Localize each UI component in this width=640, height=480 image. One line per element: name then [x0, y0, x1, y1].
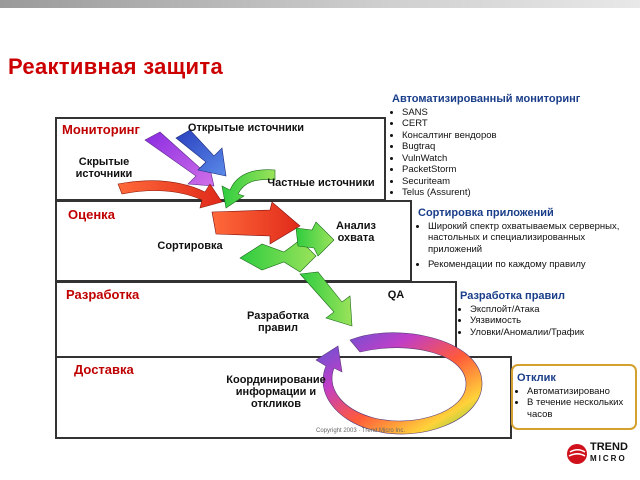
- private-source-arrow: [221, 169, 276, 209]
- stage-label-monitoring: Мониторинг: [62, 122, 140, 137]
- label-open-sources: Открытые источники: [187, 122, 305, 134]
- delivery-cycle-ring: [315, 332, 483, 435]
- panel-rule-dev: Разработка правил Эксплойт/Атака Уязвимо…: [460, 290, 630, 339]
- open-source-arrow-blue: [175, 129, 227, 177]
- list-item: PacketStorm: [402, 164, 628, 176]
- list-item: CERT: [402, 118, 628, 130]
- list-item: Уловки/Аномалии/Трафик: [470, 327, 630, 339]
- coverage-arrow: [295, 221, 335, 257]
- copyright-text: Copyright 2003 · Trend Micro Inc.: [316, 428, 406, 434]
- label-private-sources: Частные источники: [267, 177, 375, 189]
- panel-rule-dev-heading: Разработка правил: [460, 290, 566, 302]
- list-item: SANS: [402, 107, 628, 119]
- page-title: Реактивная защита: [8, 54, 223, 79]
- list-item: Широкий спектр охватываемых серверных, н…: [428, 221, 628, 256]
- logo-ball-icon: [567, 444, 587, 464]
- list-item: VulnWatch: [402, 153, 628, 165]
- panel-response: Отклик Автоматизировано В течение нескол…: [517, 372, 631, 420]
- list-item: Эксплойт/Атака: [470, 304, 630, 316]
- assessment-arrow-green: [239, 239, 317, 273]
- list-item: Securiteam: [402, 176, 628, 188]
- panel-auto-monitoring: Автоматизированный мониторинг SANS CERT …: [392, 93, 628, 199]
- list-item: В течение нескольких часов: [527, 397, 631, 420]
- stage-label-development: Разработка: [66, 287, 140, 302]
- assessment-arrow-red: [211, 201, 301, 245]
- stage-label-assessment: Оценка: [68, 207, 115, 222]
- list-item: Рекомендации по каждому правилу: [428, 259, 628, 271]
- list-item: Bugtraq: [402, 141, 628, 153]
- label-coverage-analysis: Анализ охвата: [336, 220, 376, 244]
- top-bar: [0, 0, 640, 8]
- label-hidden-sources: Скрытые источники: [75, 156, 133, 180]
- panel-response-box: [511, 364, 637, 430]
- label-qa: QA: [387, 289, 405, 301]
- stage-label-delivery: Доставка: [74, 362, 134, 377]
- label-rule-development: Разработка правил: [247, 310, 309, 334]
- list-item: Telus (Assurent): [402, 187, 628, 199]
- trend-micro-logo: TREND MICRO: [566, 437, 632, 475]
- label-coordination: Координирование информации и откликов: [226, 374, 326, 410]
- logo-text-trend: TREND: [590, 441, 628, 453]
- panel-response-heading: Отклик: [517, 372, 556, 384]
- development-arrow: [299, 271, 353, 327]
- list-item: Консалтинг вендоров: [402, 130, 628, 142]
- panel-auto-monitoring-heading: Автоматизированный мониторинг: [392, 93, 581, 105]
- list-item: Уязвимость: [470, 315, 630, 327]
- panel-app-sorting: Сортировка приложений Широкий спектр охв…: [418, 207, 628, 271]
- logo-text-micro: MICRO: [590, 454, 627, 463]
- label-sorting: Сортировка: [157, 240, 223, 252]
- panel-app-sorting-heading: Сортировка приложений: [418, 207, 554, 219]
- hidden-source-arrow: [117, 180, 223, 209]
- list-item: Автоматизировано: [527, 386, 631, 398]
